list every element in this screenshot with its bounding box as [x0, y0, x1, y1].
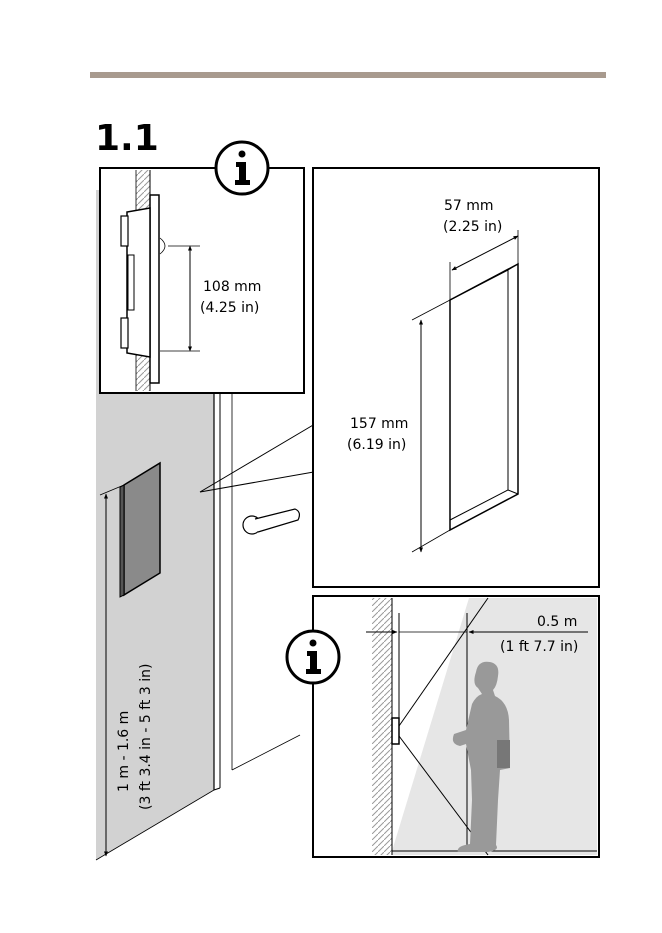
step-number: 1.1 [95, 118, 159, 159]
mount-height-metric: 1 m - 1.6 m [116, 711, 132, 792]
device-height-imperial: (6.19 in) [347, 437, 406, 453]
user-distance-imperial: (1 ft 7.7 in) [500, 639, 578, 655]
mount-height-imperial: (3 ft 3.4 in - 5 ft 3 in) [138, 664, 154, 810]
info-icon [287, 631, 339, 683]
door-handle-icon [243, 509, 299, 534]
info-icon [216, 142, 268, 194]
user-distance-detail [313, 596, 599, 857]
user-distance-metric: 0.5 m [537, 614, 577, 630]
detail-depth-imperial: (4.25 in) [200, 300, 259, 316]
header-rule [90, 72, 606, 78]
device-width-imperial: (2.25 in) [443, 219, 502, 235]
wall-device-panel [124, 463, 160, 595]
device-width: 57 mm [444, 198, 494, 214]
detail-depth-value: 108 mm [203, 279, 261, 295]
device-height: 157 mm [350, 416, 408, 432]
side-section-detail [100, 168, 304, 393]
